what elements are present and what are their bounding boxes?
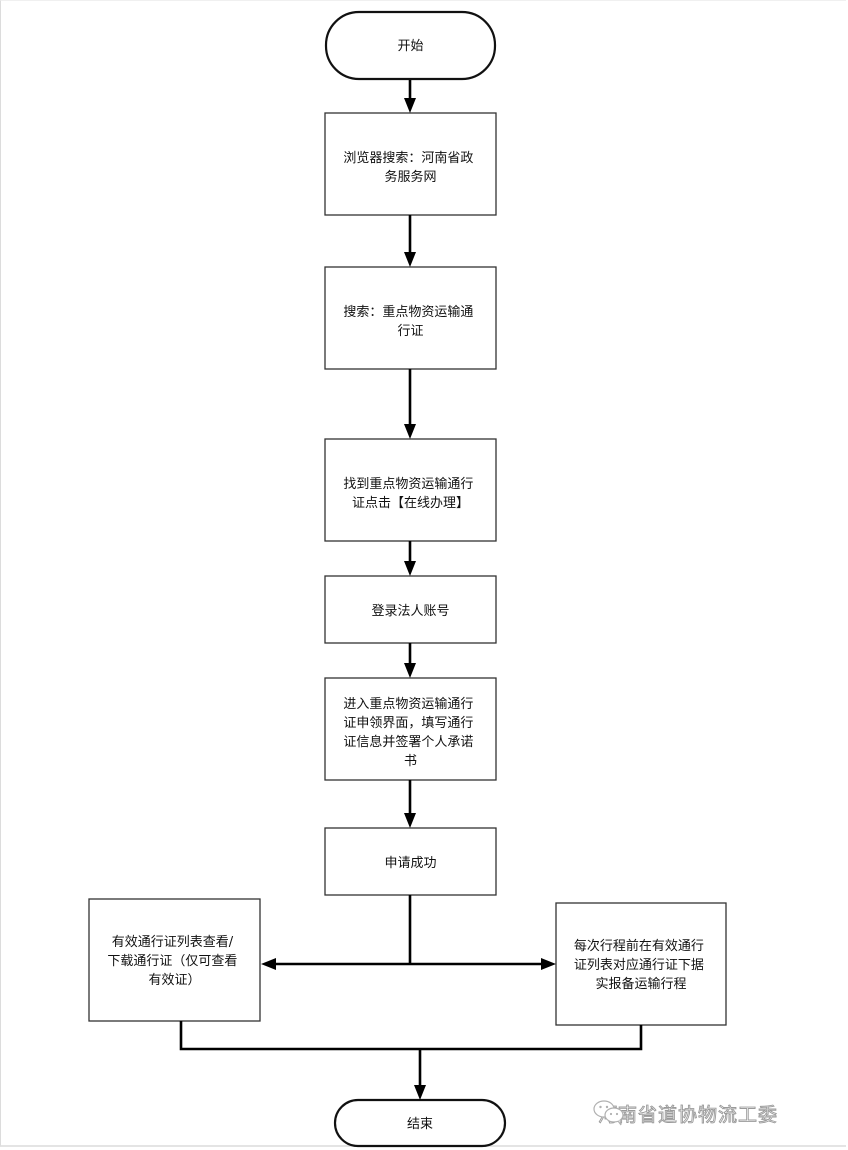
- connector-step4-step5: [404, 643, 416, 678]
- branch-left-text: 有效通行证列表查看/ 下载通行证（仅可查看 有效证）: [107, 934, 241, 988]
- connector-step2-step3: [404, 369, 416, 439]
- connector-branches-end: [179, 1021, 643, 1100]
- step-node-1: 浏览器搜索：河南省政 务服务网: [324, 112, 497, 216]
- start-node: 开始: [324, 10, 497, 81]
- end-node: 结束: [333, 1098, 507, 1148]
- arrowhead: [404, 663, 416, 678]
- arrowhead: [404, 813, 416, 828]
- arrowhead: [404, 561, 416, 576]
- connector-start-step1: [404, 80, 416, 113]
- start-label: 开始: [397, 39, 423, 54]
- watermark: 河南省道协物流工委: [592, 1098, 778, 1128]
- connector-step3-step4: [404, 541, 416, 576]
- arrowhead: [404, 98, 416, 113]
- step-5-text: 进入重点物资运输通行 证申领界面，填写通行 证信息并签署个人承诺 书: [343, 696, 477, 769]
- connector-step1-step2: [404, 215, 416, 267]
- branch-right-text: 每次行程前在有效通行 证列表对应通行证下据 实报备运输行程: [574, 938, 708, 992]
- connector-step6-branches: [261, 895, 556, 970]
- branch-right-node: 每次行程前在有效通行 证列表对应通行证下据 实报备运输行程: [555, 902, 727, 1026]
- arrowhead-right: [541, 958, 556, 970]
- step-6-text: 申请成功: [384, 856, 436, 871]
- step-1-text: 浏览器搜索：河南省政 务服务网: [343, 150, 477, 185]
- arrowhead: [414, 1085, 426, 1100]
- arrowhead: [404, 252, 416, 267]
- step-node-5: 进入重点物资运输通行 证申领界面，填写通行 证信息并签署个人承诺 书: [324, 677, 497, 781]
- arrowhead: [404, 424, 416, 439]
- watermark-text: 河南省道协物流工委: [598, 1103, 779, 1126]
- step-node-6: 申请成功: [324, 827, 497, 896]
- arrowhead-left: [261, 958, 276, 970]
- step-2-text: 搜索：重点物资运输通 行证: [343, 304, 477, 339]
- step-node-2: 搜索：重点物资运输通 行证: [324, 266, 497, 370]
- step-3-text: 找到重点物资运输通行 证点击【在线办理】: [343, 476, 477, 511]
- step-node-3: 找到重点物资运输通行 证点击【在线办理】: [324, 438, 497, 542]
- end-label: 结束: [407, 1117, 433, 1132]
- connector-step5-step6: [404, 780, 416, 828]
- step-4-text: 登录法人账号: [371, 604, 449, 619]
- step-node-4: 登录法人账号: [324, 575, 497, 644]
- branch-left-node: 有效通行证列表查看/ 下载通行证（仅可查看 有效证）: [88, 898, 261, 1022]
